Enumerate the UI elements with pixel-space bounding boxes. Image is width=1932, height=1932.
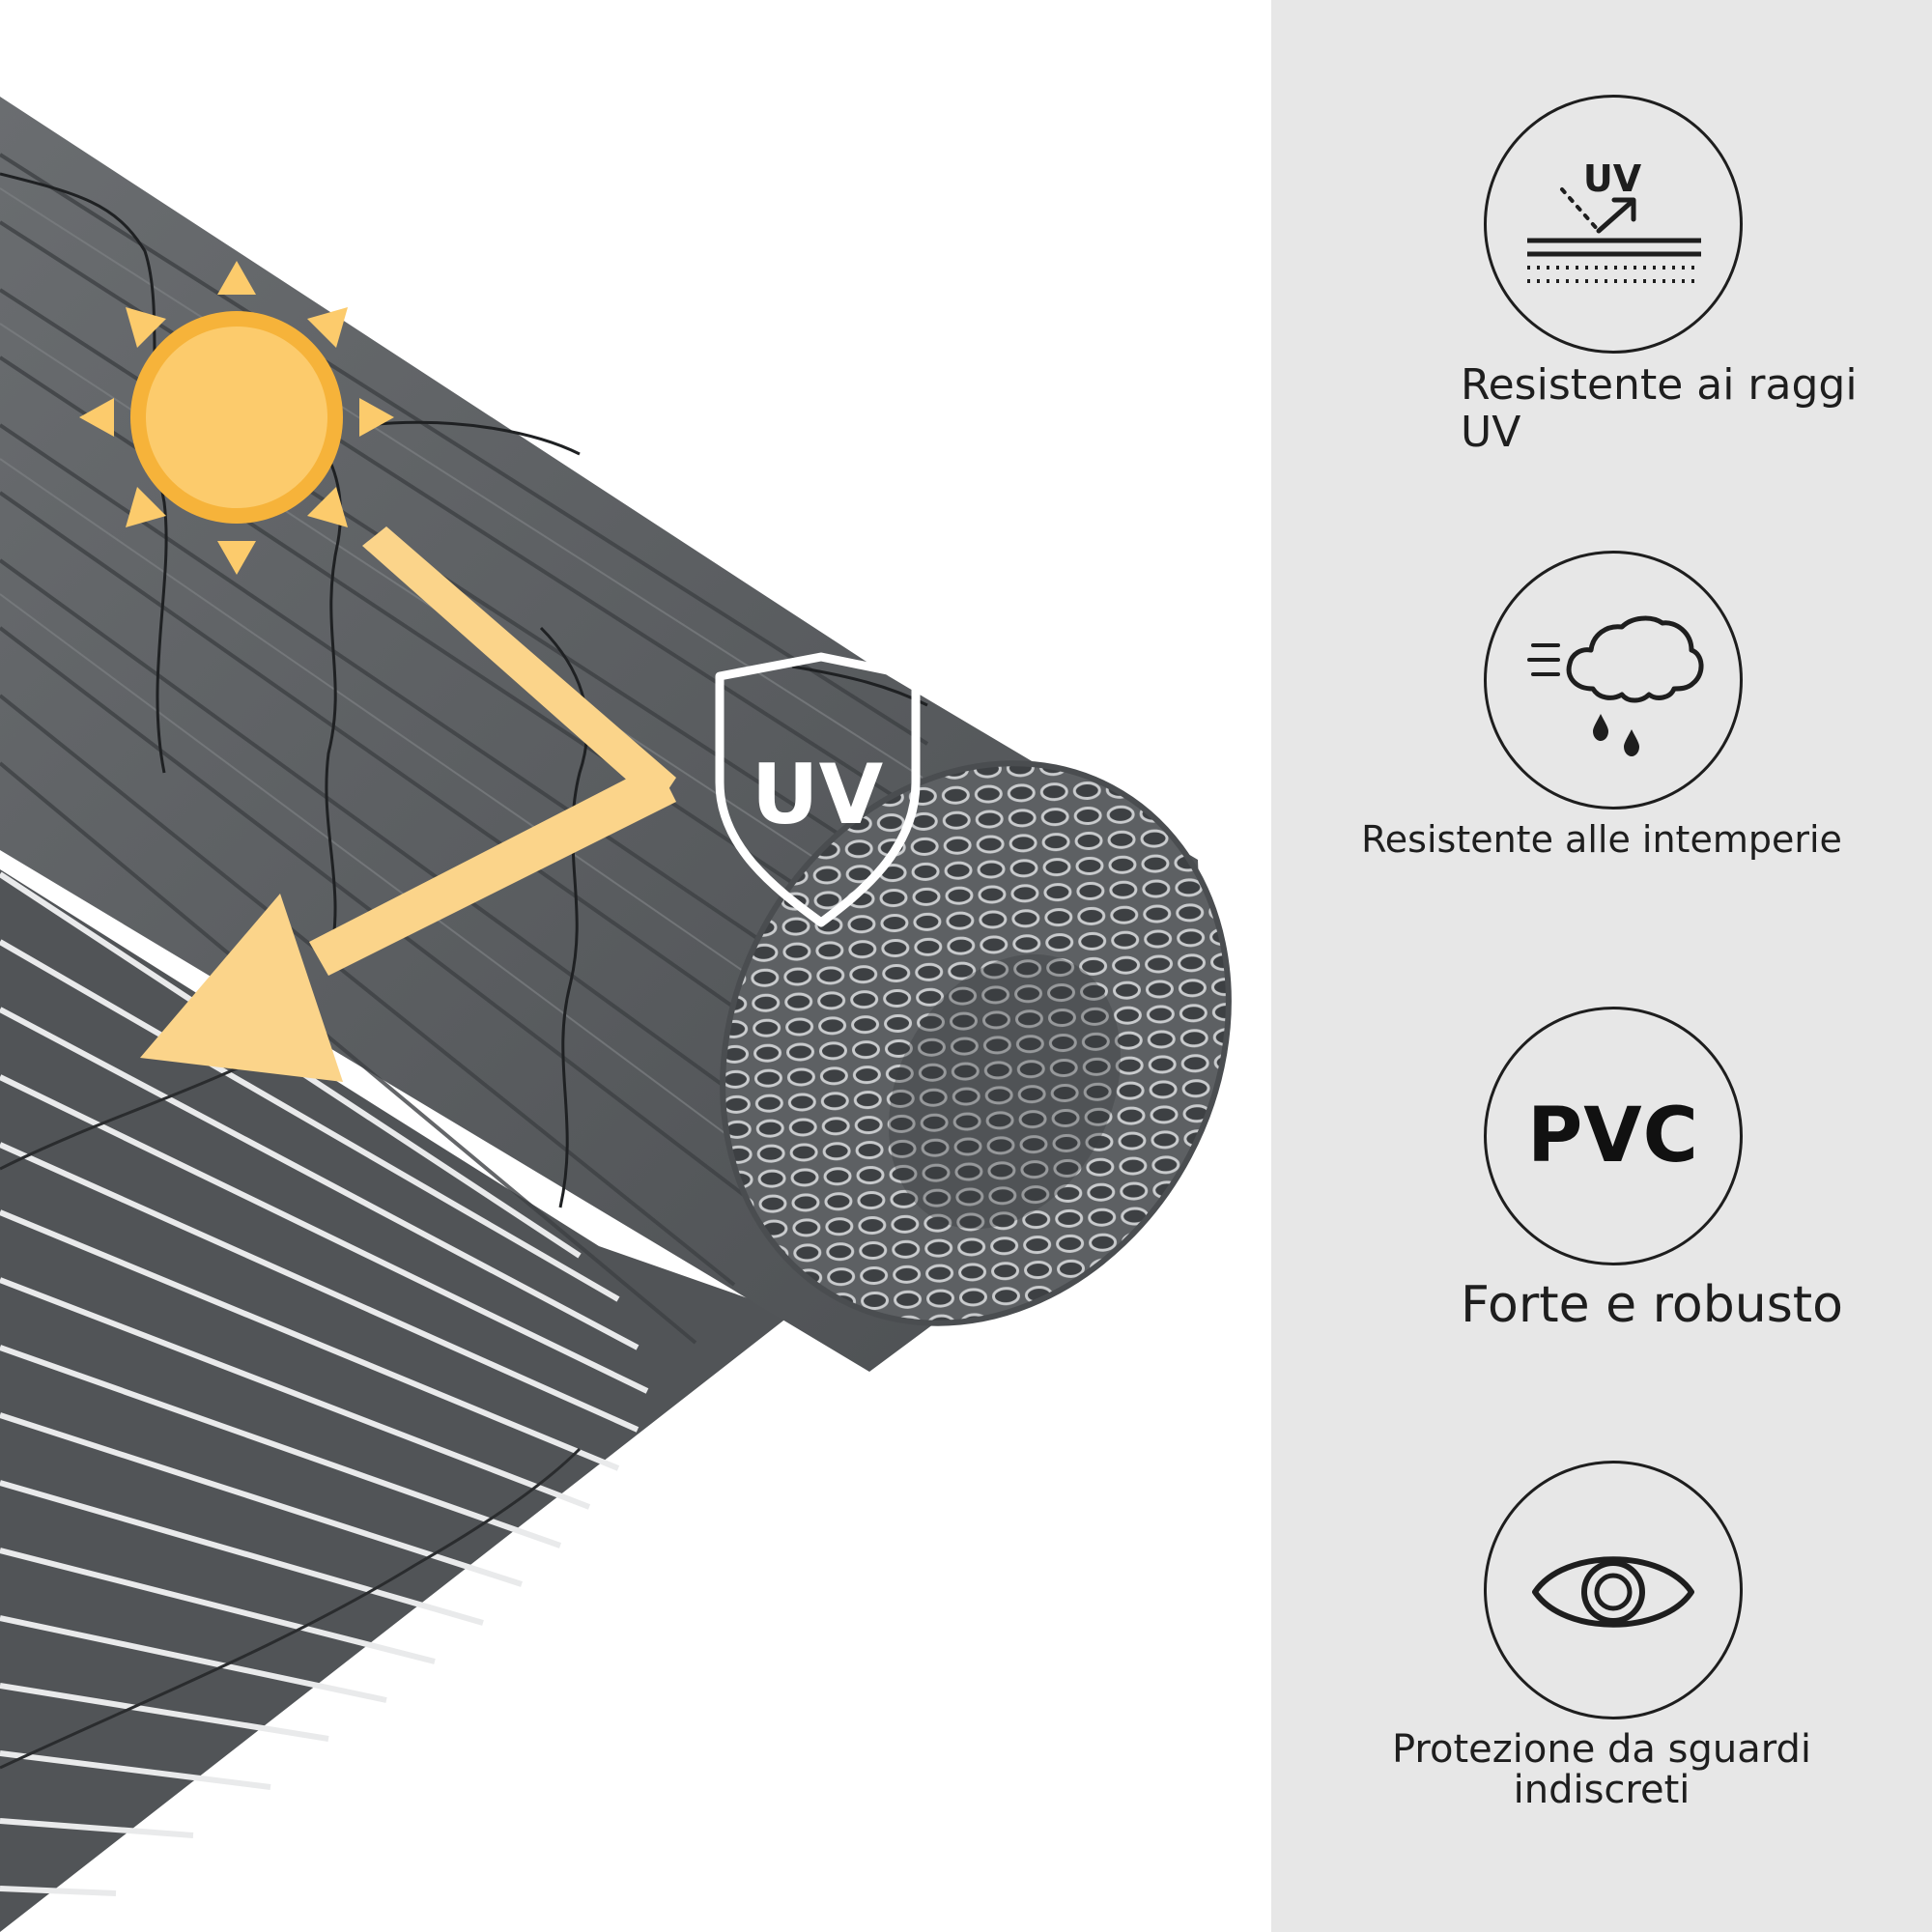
uv-reflection-arrow [140, 526, 676, 1082]
uv-shield-badge: UV [715, 652, 921, 927]
product-image-area: UV [0, 97, 1232, 1932]
eye-icon [1532, 1556, 1694, 1628]
rolled-fence-illustration: UV [0, 97, 1232, 1932]
feature-label: Resistente ai raggi UV [1461, 360, 1858, 458]
feature-label: Resistente alle intemperie [1361, 818, 1842, 861]
uv-reflect-icon: UV [1527, 157, 1701, 283]
feature-label: Protezione da sguardi indiscreti [1392, 1727, 1811, 1812]
feature-icon-circle [1484, 551, 1743, 810]
sun-icon [79, 261, 394, 575]
feature-icon-circle: UV [1484, 95, 1743, 354]
uv-badge-text: UV [752, 747, 884, 843]
feature-icon-circle: PVC [1484, 1007, 1743, 1265]
weather-cloud-icon [1527, 615, 1704, 756]
feature-label: Forte e robusto [1461, 1276, 1843, 1334]
uv-icon-text: UV [1583, 157, 1642, 200]
feature-icon-circle [1484, 1461, 1743, 1719]
flat-fence-section [0, 869, 792, 1932]
pvc-icon: PVC [1527, 1093, 1699, 1179]
features-panel: UV Resistente ai raggi UV [1271, 0, 1932, 1932]
